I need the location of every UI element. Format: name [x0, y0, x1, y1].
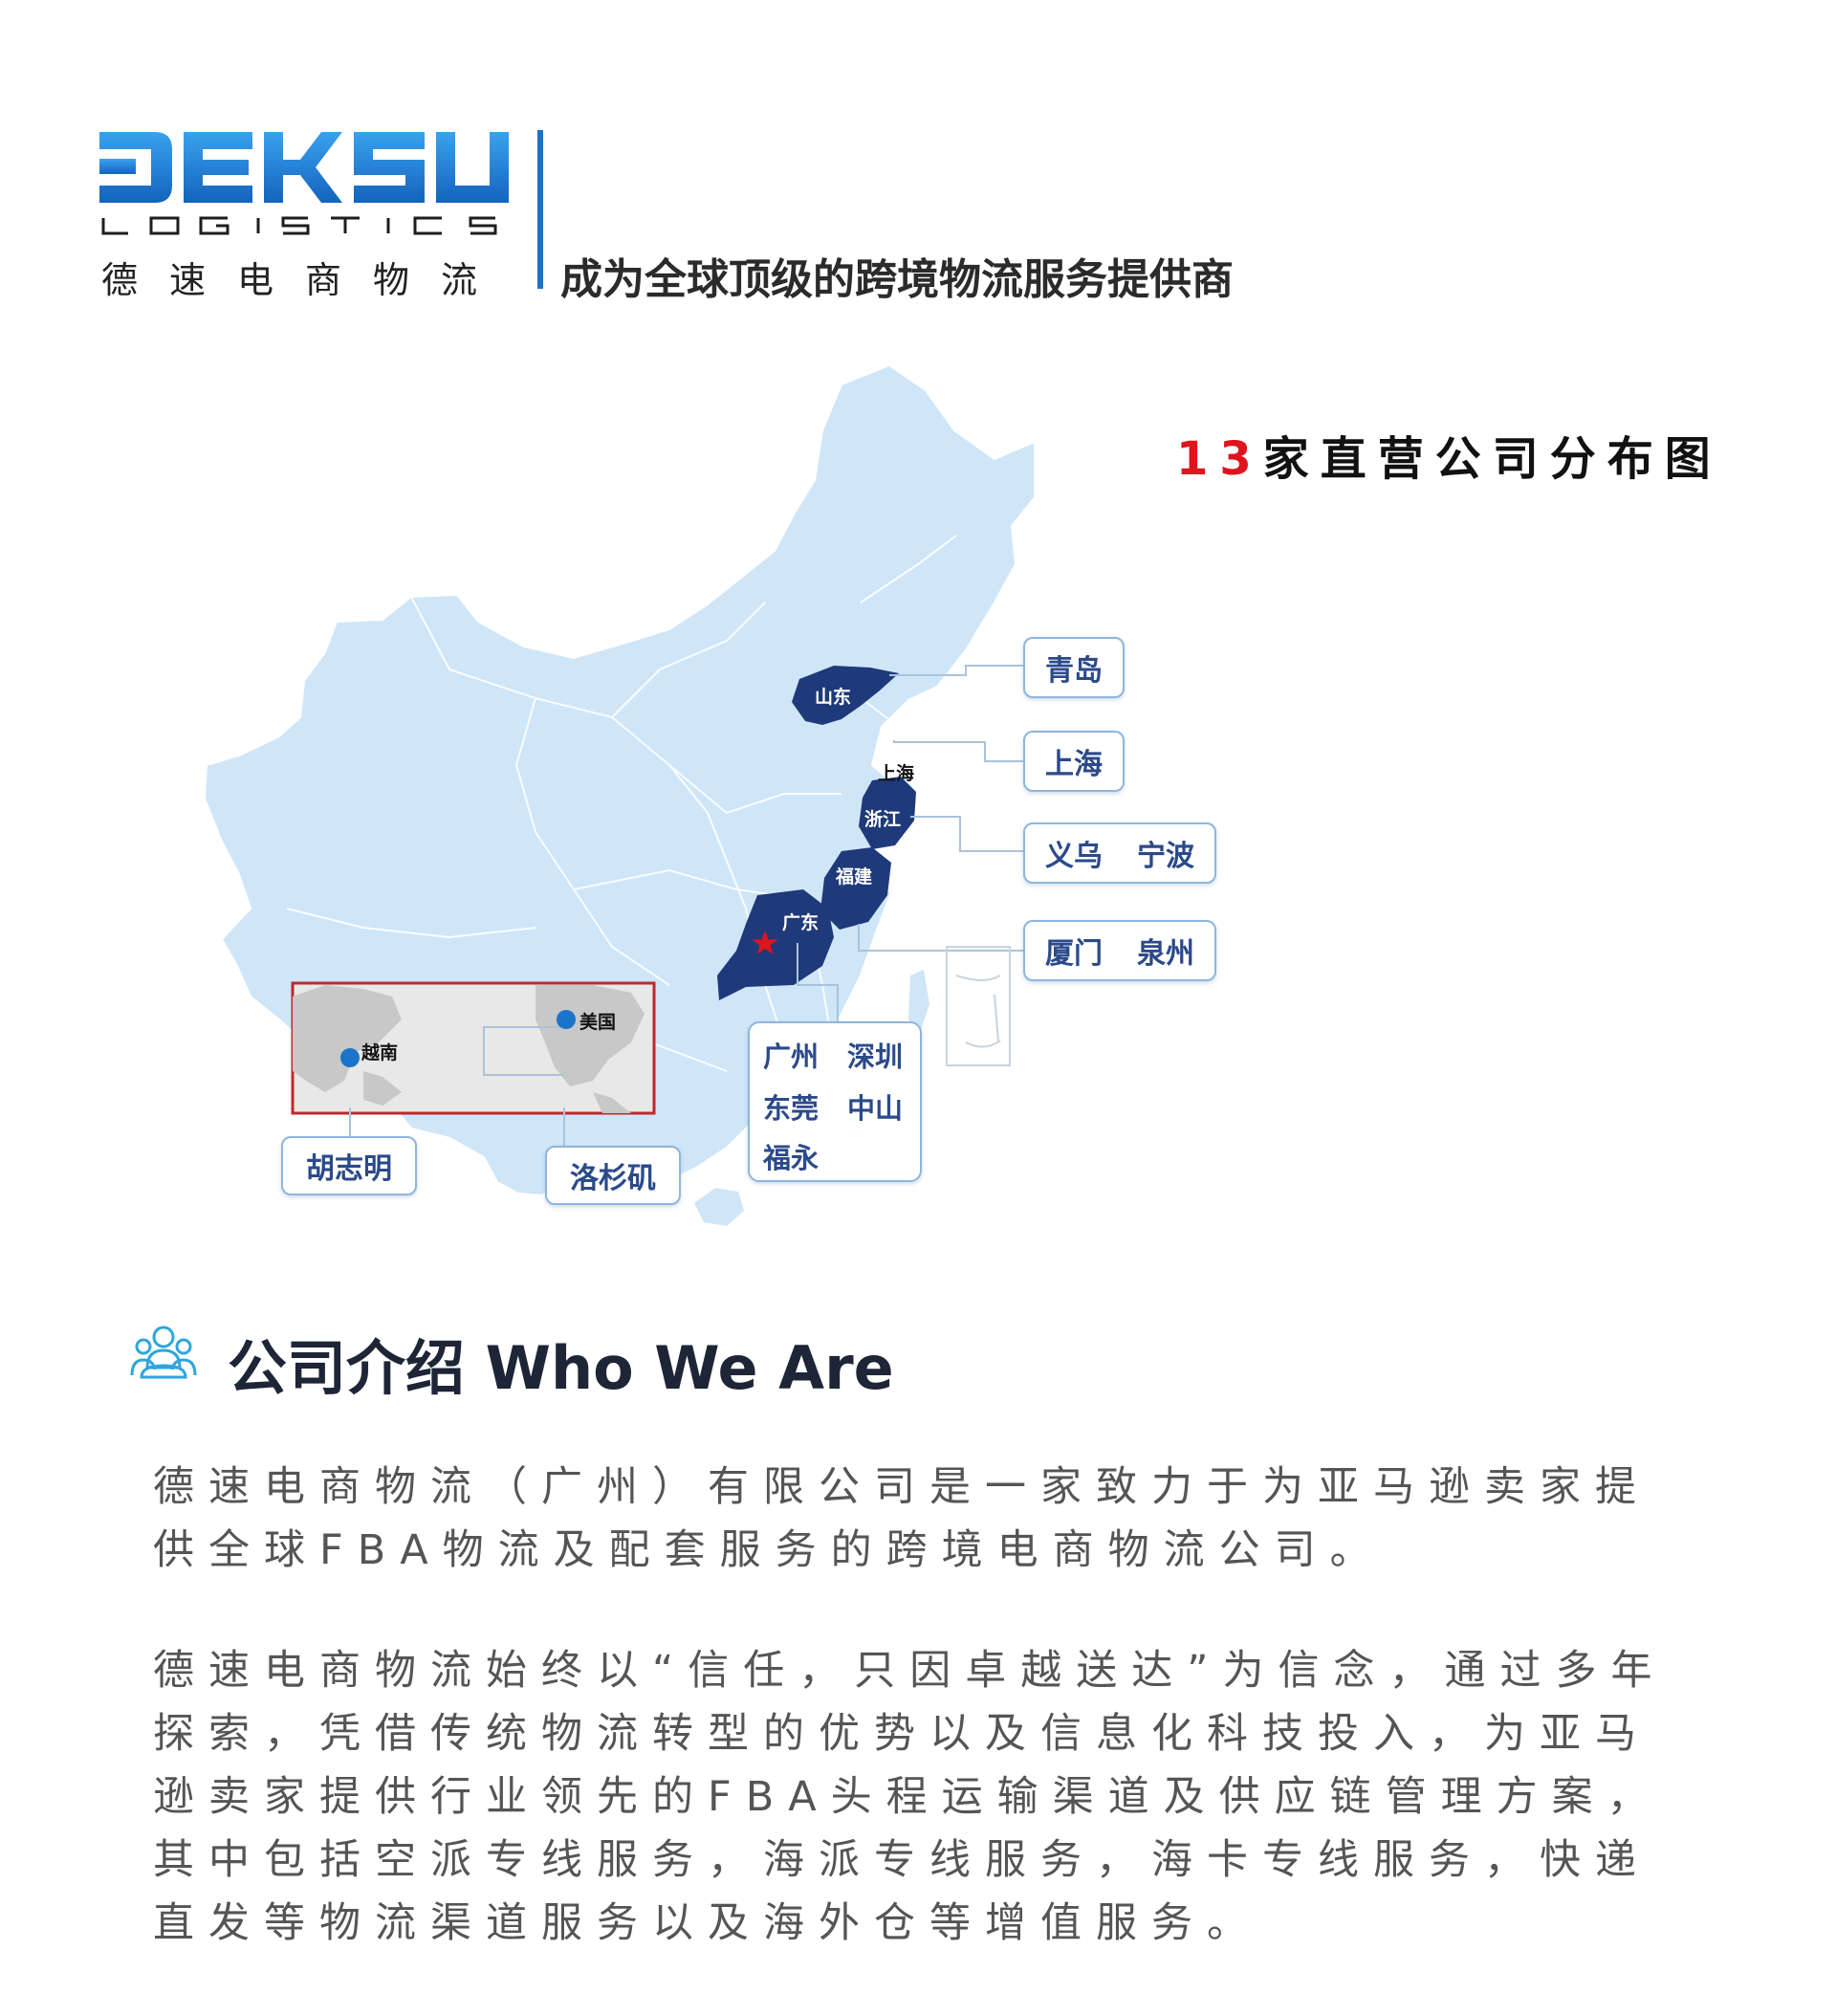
- callout-shanghai-label: 上海: [1045, 748, 1103, 781]
- region-label-vietnam: 越南: [361, 1042, 399, 1063]
- fujian-highlight: [820, 847, 891, 930]
- callout-yiwu-label: 义乌: [1045, 840, 1103, 873]
- logo-chinese-name: 德速电商物流: [101, 259, 510, 301]
- hainan-island: [694, 1188, 744, 1226]
- callout-la: 洛杉矶: [545, 1146, 681, 1205]
- china-map: [203, 363, 1036, 1226]
- guangdong-cities-box: 广州深圳 东莞中山 福永: [748, 1021, 922, 1182]
- tagline: 成为全球顶级的跨境物流服务提供商: [560, 255, 1234, 304]
- region-label-fujian: 福建: [836, 866, 873, 887]
- taiwan-island: [908, 970, 929, 1033]
- callout-quanzhou-label: 泉州: [1137, 937, 1194, 971]
- shandong-highlight: [792, 666, 899, 725]
- zhejiang-highlight: [859, 777, 916, 849]
- company-logo: [99, 132, 509, 235]
- usa-dot: [557, 1010, 576, 1029]
- city-shenzhen: 深圳: [847, 1041, 904, 1073]
- header: 德速电商物流 成为全球顶级的跨境物流服务提供商: [0, 0, 1836, 316]
- intro-paragraph-2: 德速电商物流始终以“信任，只因卓越送达”为信念，通过多年探索，凭借传统物流转型的…: [153, 1647, 1667, 1947]
- callout-yiwu-ningbo: 义乌 宁波: [1023, 822, 1216, 884]
- region-label-usa: 美国: [579, 1012, 617, 1033]
- region-label-zhejiang: 浙江: [864, 809, 902, 830]
- callout-hcm-label: 胡志明: [306, 1152, 392, 1186]
- city-zhongshan: 中山: [847, 1092, 904, 1125]
- region-label-shandong: 山东: [815, 687, 852, 708]
- south-sea-inset: [946, 946, 1011, 1066]
- callout-xiamen-label: 厦门: [1045, 937, 1103, 971]
- callout-ningbo-label: 宁波: [1137, 840, 1194, 873]
- region-label-guangdong: 广东: [782, 912, 820, 933]
- callout-la-label: 洛杉矶: [570, 1162, 656, 1195]
- guangzhou-star-icon: [752, 931, 778, 954]
- header-divider: [537, 130, 543, 289]
- vietnam-dot: [340, 1048, 360, 1067]
- guangdong-highlight: [717, 889, 834, 1000]
- intro-heading: 公司介绍 Who We Are: [228, 1333, 894, 1403]
- callout-qingdao-label: 青岛: [1045, 654, 1103, 688]
- region-label-shanghai: 上海: [878, 763, 915, 784]
- world-inset: [291, 981, 656, 1146]
- callout-shanghai: 上海: [1023, 731, 1125, 792]
- intro-paragraph-1: 德速电商物流（广州）有限公司是一家致力于为亚马逊卖家提供全球FBA物流及配套服务…: [153, 1463, 1650, 1574]
- city-fuyong: 福永: [763, 1142, 820, 1174]
- city-guangzhou: 广州: [763, 1041, 820, 1073]
- city-dongguan: 东莞: [763, 1092, 820, 1125]
- map-title-number: 13: [1176, 432, 1263, 486]
- callout-qingdao: 青岛: [1023, 637, 1125, 698]
- callout-hcm: 胡志明: [281, 1136, 417, 1195]
- team-icon: [130, 1326, 197, 1379]
- intro-section: 公司介绍 Who We Are 德速电商物流（广州）有限公司是一家致力于为亚马逊…: [0, 1272, 1836, 2016]
- map-title-text: 家直营公司分布图: [1262, 432, 1722, 486]
- map-section: 13家直营公司分布图 山东 上海 浙江 福建 广东 越南 美国 青岛 上海 义乌…: [0, 316, 1836, 1234]
- map-title: 13家直营公司分布图: [1176, 421, 1722, 488]
- callout-xiamen-quanzhou: 厦门泉州: [1023, 920, 1216, 981]
